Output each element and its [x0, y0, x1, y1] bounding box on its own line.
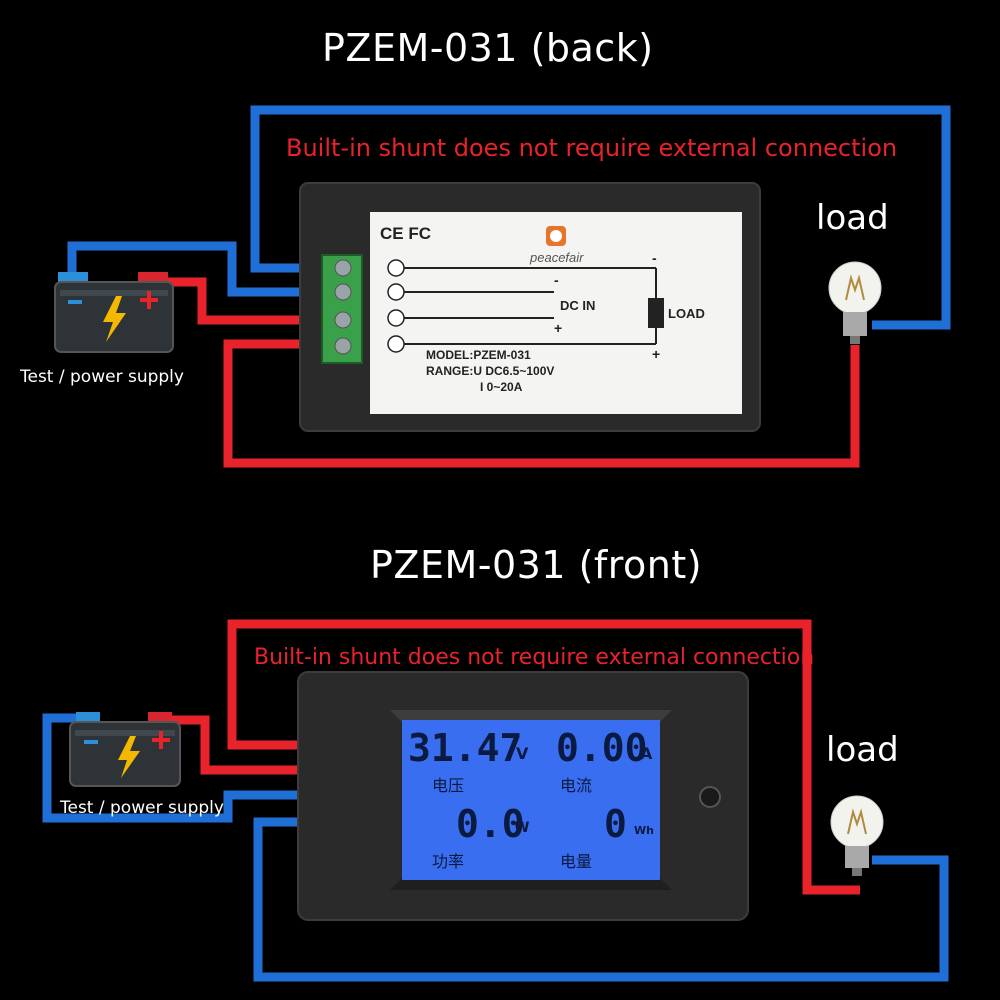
range-current-line: I 0~20A: [480, 380, 523, 394]
lcd-power-unit: W: [514, 820, 530, 836]
back-battery-icon: [54, 272, 174, 353]
front-load-label: load: [826, 730, 899, 770]
back-red-load-wire: [223, 339, 860, 468]
lcd-voltage-value: 31.47: [408, 726, 523, 770]
terminal-block: [321, 254, 363, 364]
lcd-energy-unit: Wh: [634, 824, 654, 837]
peacefair-logo-icon: [546, 226, 566, 246]
back-blue-load-wire: [250, 105, 951, 330]
front-shunt-note: Built-in shunt does not require external…: [254, 645, 815, 670]
front-power-supply-label: Test / power supply: [60, 798, 224, 818]
lcd-current-unit: A: [640, 744, 653, 763]
label-card-schematic: [387, 226, 664, 353]
load-minus-sign: -: [652, 250, 657, 266]
load-resistor-label: LOAD: [668, 306, 705, 321]
range-voltage-line: RANGE:U DC6.5~100V: [426, 364, 555, 378]
front-light-bulb-icon: [830, 795, 884, 876]
front-red-top-wire: [227, 619, 860, 895]
back-power-supply-label: Test / power supply: [20, 367, 184, 387]
back-label-card: CE FC peacefair - DC IN + LOAD - + MODEL…: [370, 212, 742, 414]
back-title: PZEM-031 (back): [322, 26, 654, 70]
back-load-label: load: [816, 198, 889, 238]
lcd-power-label: 功率: [432, 852, 465, 871]
model-line: MODEL:PZEM-031: [426, 348, 531, 362]
lcd-voltage-unit: V: [516, 744, 529, 763]
back-red-battery-wire: [150, 277, 303, 325]
cert-marks: CE FC: [380, 224, 431, 243]
front-meter-body: [297, 671, 749, 921]
minus-sign: -: [554, 272, 559, 288]
back-shunt-note: Built-in shunt does not require external…: [286, 134, 898, 162]
lcd-energy-value: 0: [604, 802, 627, 846]
front-title: PZEM-031 (front): [370, 543, 703, 587]
back-blue-battery-wire: [67, 241, 303, 297]
back-light-bulb-icon: [828, 261, 882, 344]
lcd-current-label: 电流: [560, 776, 593, 795]
lcd-power-value: 0.0: [456, 802, 525, 846]
lcd-energy-label: 电量: [560, 852, 593, 871]
front-red-battery-wire: [166, 715, 300, 775]
front-battery-icon: [69, 712, 181, 787]
lcd-current-value: 0.00: [556, 726, 648, 770]
plus-sign: +: [554, 320, 563, 336]
load-plus-sign: +: [652, 346, 661, 362]
front-blue-battery-wire: [42, 713, 300, 823]
lcd-voltage-label: 电压: [432, 776, 465, 795]
front-blue-bottom-wire: [253, 817, 949, 982]
brand-name: peacefair: [530, 250, 584, 265]
dc-in-label: DC IN: [560, 298, 596, 313]
